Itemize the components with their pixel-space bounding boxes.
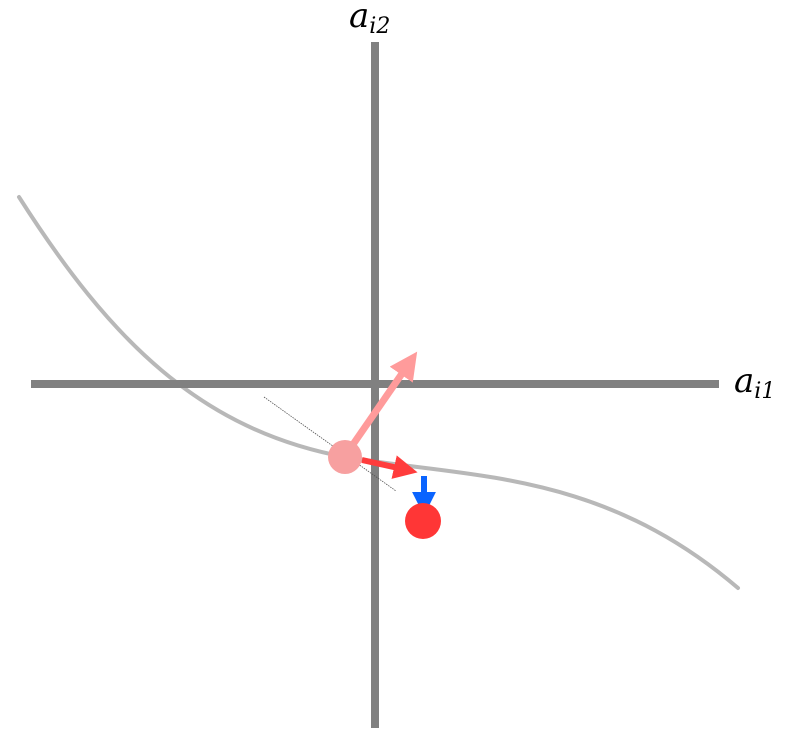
y-axis-label: ai2 bbox=[349, 0, 390, 39]
start-point bbox=[328, 440, 362, 474]
x-axis-label: ai1 bbox=[734, 361, 775, 404]
gradient-arrow bbox=[342, 351, 418, 458]
step-arrow bbox=[361, 455, 418, 479]
end-point bbox=[405, 503, 441, 539]
tangent-line bbox=[263, 396, 397, 492]
